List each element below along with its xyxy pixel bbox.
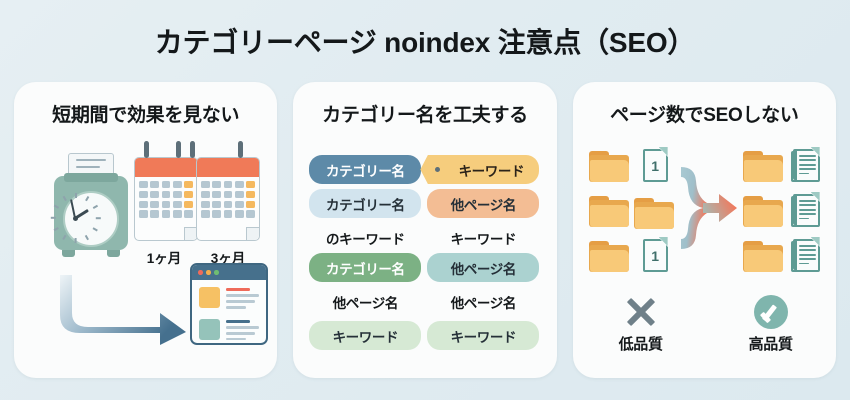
panel-category-name-title: カテゴリー名を工夫する (322, 105, 528, 126)
document-icon-single: 1 (639, 237, 668, 272)
check-circle-icon (753, 295, 788, 329)
curved-arrow-icon (60, 275, 186, 345)
tag-icon (420, 155, 439, 184)
browser-content-row (192, 280, 266, 312)
title-bar: カテゴリーページ noindex 注意点（SEO） (0, 0, 850, 82)
document-stack-icon (790, 147, 820, 182)
chip-category-name-light[interactable]: カテゴリー名 (309, 189, 422, 218)
tag-hole-icon (435, 167, 441, 172)
calendar-icon-1month (134, 157, 198, 241)
chip-group-top-left: カテゴリー名 カテゴリー名 のキーワード (309, 155, 422, 257)
chip-keyword-light-green[interactable]: キーワード (427, 321, 540, 350)
chip-category-name[interactable]: カテゴリー名 (309, 155, 422, 184)
cross-icon (624, 295, 658, 329)
merge-arrow-icon (680, 167, 737, 249)
chip-keyword-tag[interactable]: キーワード (420, 155, 540, 184)
browser-content-row (192, 312, 266, 343)
folder-icon (742, 241, 783, 272)
calendar-label-3month: 3ヶ月 (210, 251, 246, 266)
panel-category-name-body: カテゴリー名 カテゴリー名 のキーワード キーワード 他ページ名 キーワード カ… (293, 135, 556, 373)
browser-dot-green (213, 270, 219, 275)
browser-thumbnail-orange (199, 287, 220, 308)
quality-high-label: 高品質 (748, 336, 793, 353)
folder-icon (588, 196, 629, 227)
chip-other-page-name-teal[interactable]: 他ページ名 (427, 253, 540, 282)
panel-container: 短期間で効果を見ない (0, 82, 850, 378)
browser-titlebar (192, 265, 266, 280)
page-title: カテゴリーページ noindex 注意点（SEO） (154, 27, 696, 58)
browser-dot-red (198, 270, 203, 275)
chip-keyword-tag-label: キーワード (458, 163, 525, 179)
chip-other-page-name-plain: 他ページ名 (450, 295, 517, 311)
clock-slot (64, 173, 118, 182)
chip-group-top-right: キーワード 他ページ名 キーワード (420, 155, 540, 257)
panel-page-count: ページ数でSEOしない 1 (572, 82, 836, 378)
chip-keyword-light-green[interactable]: キーワード (309, 321, 422, 350)
document-stack-icon (790, 237, 820, 272)
document-page-number: 1 (651, 247, 660, 264)
panel-short-term-body: 1ヶ月 3ヶ月 (14, 135, 277, 373)
chip-category-name-green[interactable]: カテゴリー名 (309, 253, 422, 282)
quality-low: 低品質 (591, 295, 691, 354)
chip-group-bottom-left: カテゴリー名 他ページ名 キーワード (309, 253, 422, 355)
clock-foot-right (107, 250, 120, 257)
panel-short-term: 短期間で効果を見ない (14, 82, 278, 378)
quality-row: 低品質 高品質 (573, 295, 836, 365)
folder-icon (588, 241, 629, 272)
folder-icon (633, 198, 674, 229)
clock-center-pin (72, 216, 78, 221)
panel-category-name: カテゴリー名を工夫する カテゴリー名 カテゴリー名 のキーワード キーワード 他… (293, 82, 557, 378)
chip-other-page-name[interactable]: 他ページ名 (427, 189, 540, 218)
document-icon-single: 1 (639, 147, 668, 182)
alarm-clock-icon (48, 153, 134, 259)
browser-text-lines (226, 287, 259, 312)
clock-foot-left (62, 250, 75, 257)
quality-low-label: 低品質 (618, 336, 663, 353)
panel-short-term-title: 短期間で効果を見ない (52, 105, 240, 126)
chip-other-page-name-plain: 他ページ名 (332, 295, 399, 311)
browser-window-icon (190, 263, 268, 345)
calendar-label-1month: 1ヶ月 (146, 251, 182, 266)
panel-page-count-title: ページ数でSEOしない (610, 105, 799, 126)
chip-keyword-plain: のキーワード (326, 231, 405, 247)
chip-group-bottom-right: 他ページ名 他ページ名 キーワード (427, 253, 540, 355)
document-stack-icon (790, 192, 820, 227)
folder-icon (588, 151, 629, 182)
calendar-icon-3month (196, 157, 260, 241)
calendar-group: 1ヶ月 3ヶ月 (134, 141, 262, 266)
browser-thumbnail-teal (199, 318, 220, 340)
browser-text-lines (226, 319, 259, 343)
folder-icon (742, 196, 783, 227)
chip-keyword-plain: キーワード (450, 231, 517, 247)
browser-dot-orange (205, 270, 211, 275)
quality-high: 高品質 (721, 295, 821, 354)
document-page-number: 1 (651, 157, 660, 174)
panel-page-count-body: 1 1 (573, 135, 836, 373)
folder-icon (742, 151, 783, 182)
